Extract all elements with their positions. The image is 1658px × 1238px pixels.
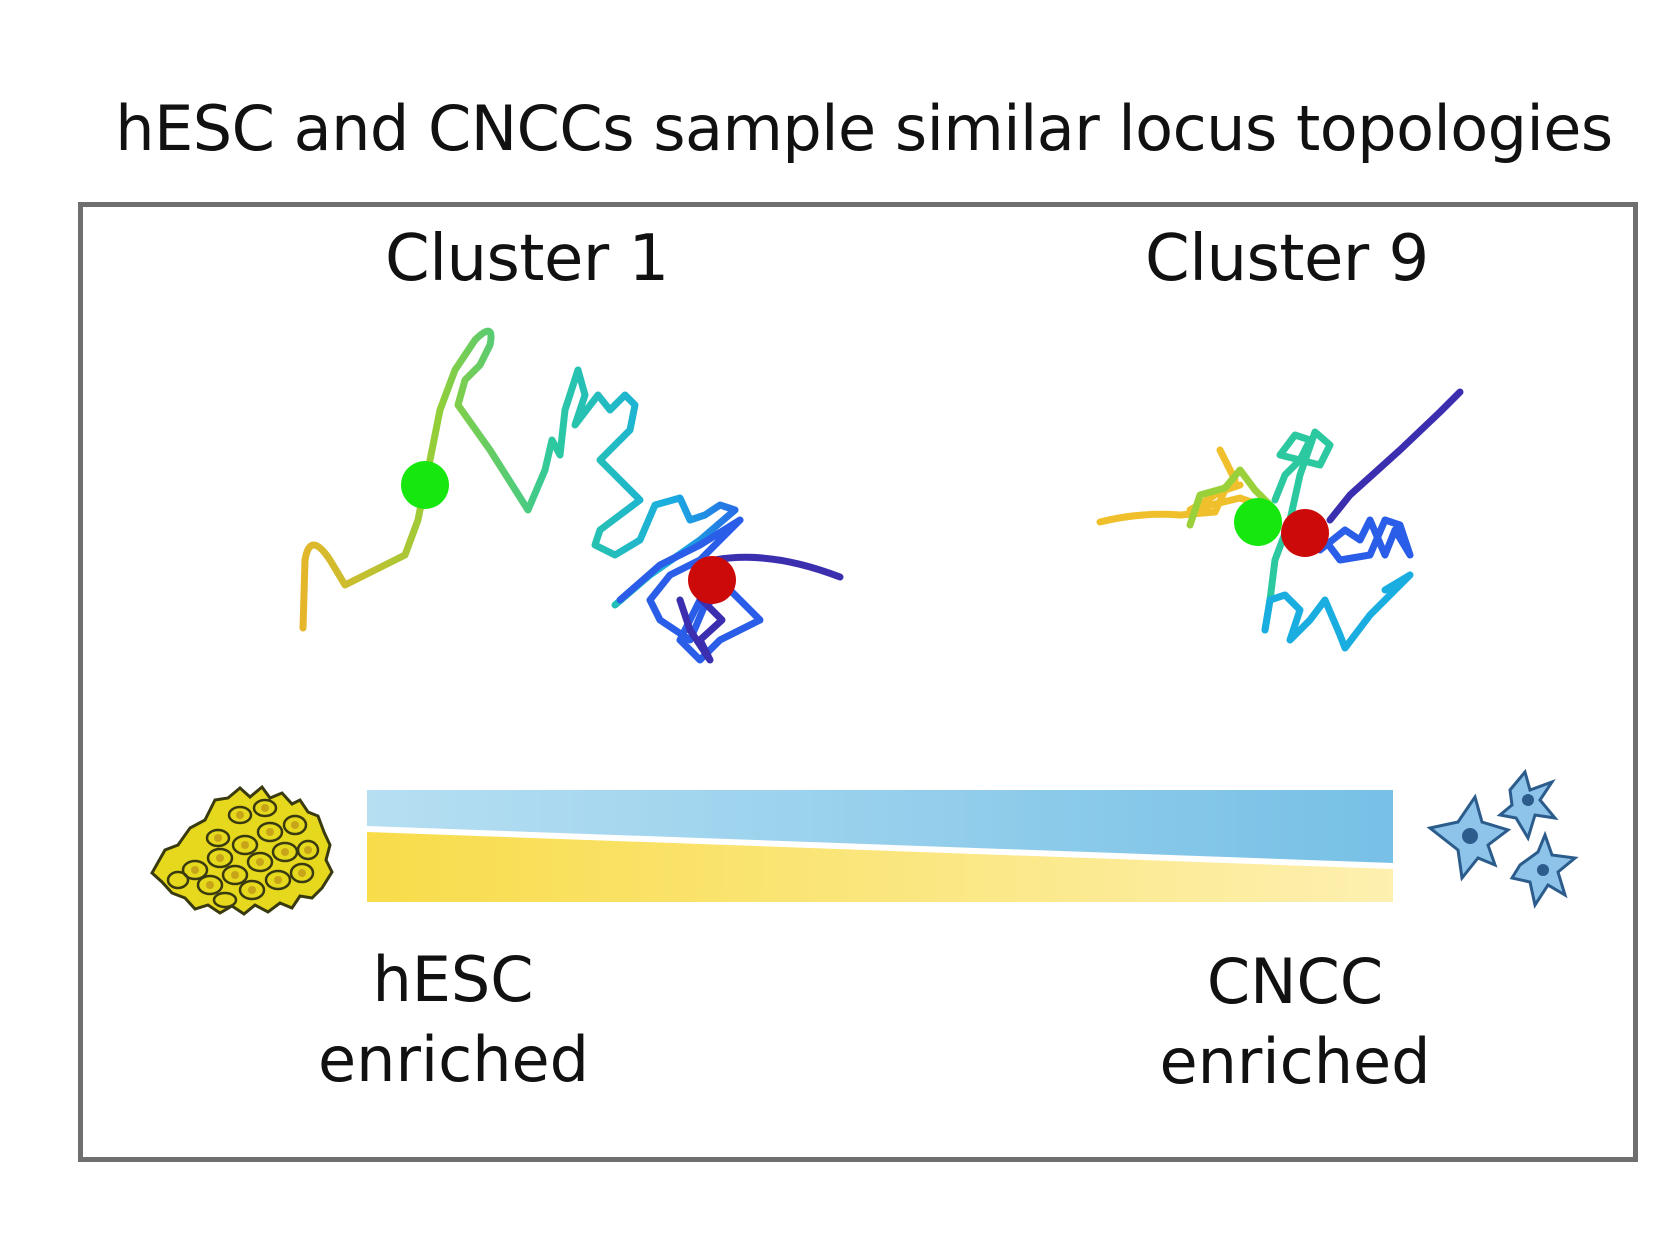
cncc-cells-icon [1426, 768, 1579, 909]
hesc-colony-icon [150, 784, 334, 916]
hesc-label-line1: hESC [372, 943, 534, 1016]
enrichment-gradient-bar [366, 790, 1394, 902]
cluster-1-polymer [299, 327, 844, 664]
cncc-label-line1: CNCC [1206, 945, 1384, 1018]
cluster-1-label: Cluster 1 [385, 222, 669, 296]
panel-frame [78, 202, 1638, 1162]
cncc-label-line2: enriched [1159, 1025, 1431, 1098]
cluster-9-label: Cluster 9 [1145, 222, 1429, 296]
cluster-9-polymer [1096, 388, 1464, 652]
hesc-label-line2: enriched [318, 1023, 590, 1096]
hesc-enriched-label: hESC enriched [318, 940, 590, 1100]
figure-title: hESC and CNCCs sample similar locus topo… [115, 92, 1613, 165]
cncc-enriched-label: CNCC enriched [1150, 942, 1440, 1102]
